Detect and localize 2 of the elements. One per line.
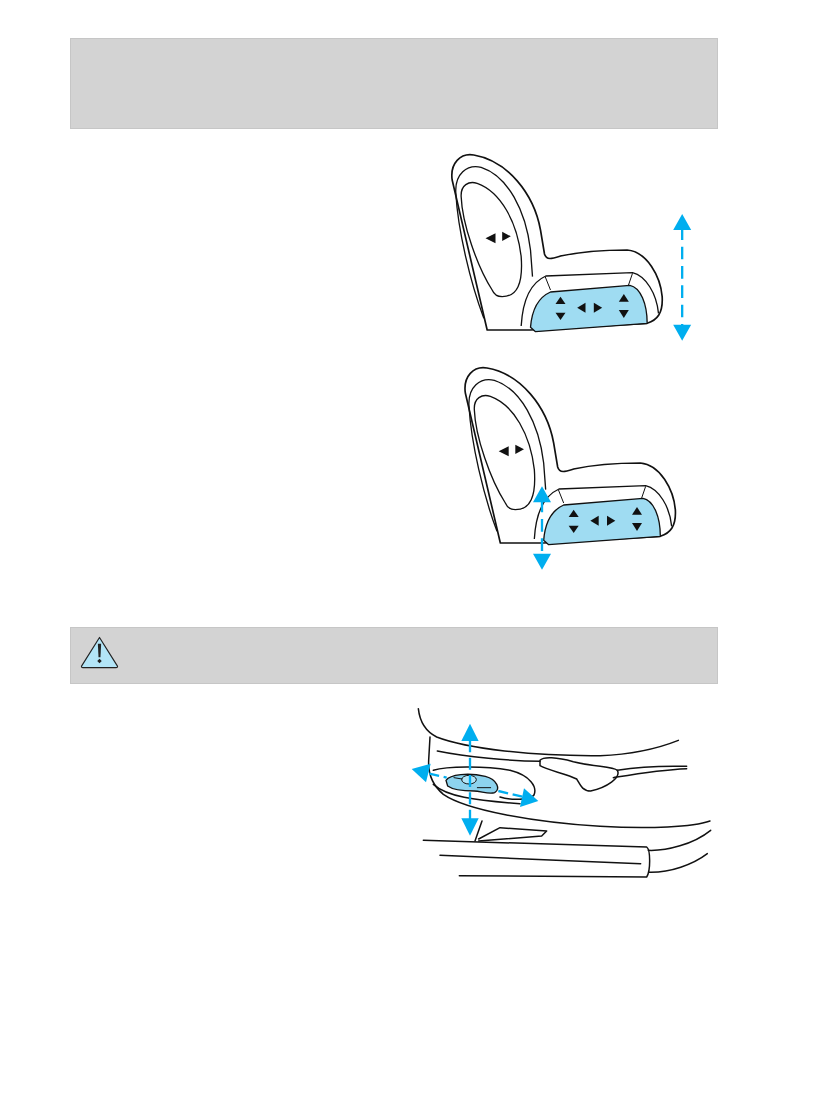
warning-band <box>70 627 718 684</box>
header-band <box>70 38 718 129</box>
